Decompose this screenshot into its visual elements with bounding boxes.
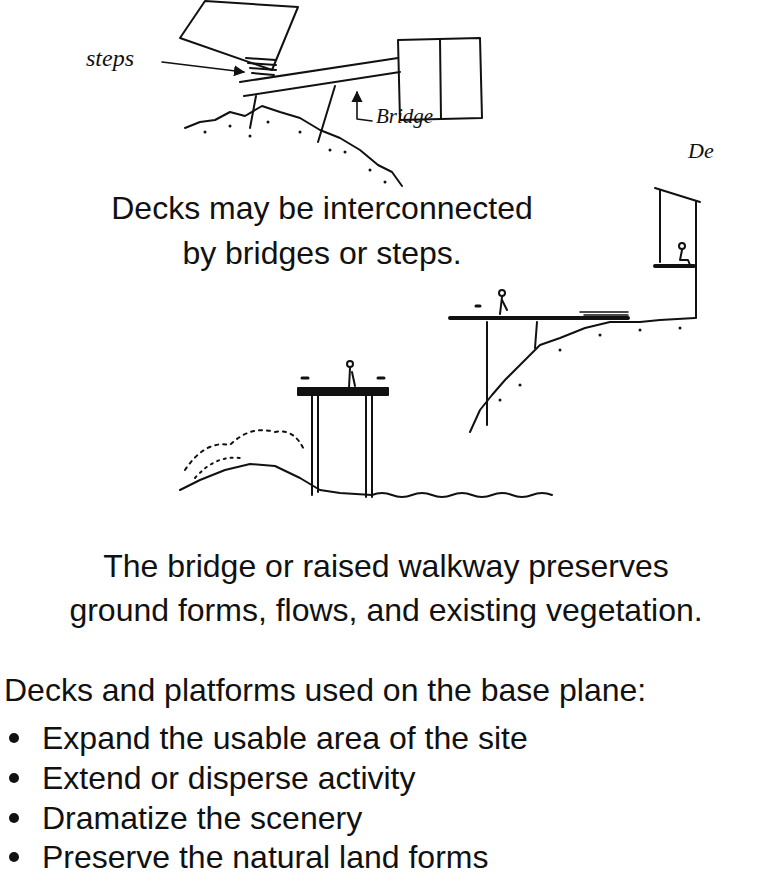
callout-label: Bridge: [376, 104, 466, 129]
interconnected-decks-sketch: [162, 1, 482, 186]
raised-walkway-sketch: [180, 361, 552, 497]
bullet-marks: [9, 733, 19, 862]
caption-text: Decks may be interconnected by bridges o…: [92, 186, 552, 276]
bullet-item: Preserve the natural land forms: [42, 837, 767, 877]
list-heading: Decks and platforms used on the base pla…: [4, 670, 769, 710]
caption-text: The bridge or raised walkway preserves g…: [56, 544, 716, 632]
cut-off-label: De: [688, 138, 748, 164]
callout-label: steps: [86, 44, 166, 73]
bullet-item: Expand the usable area of the site: [42, 718, 767, 758]
bullet-item: Dramatize the scenery: [42, 798, 767, 838]
bullet-item: Extend or disperse activity: [42, 758, 767, 798]
